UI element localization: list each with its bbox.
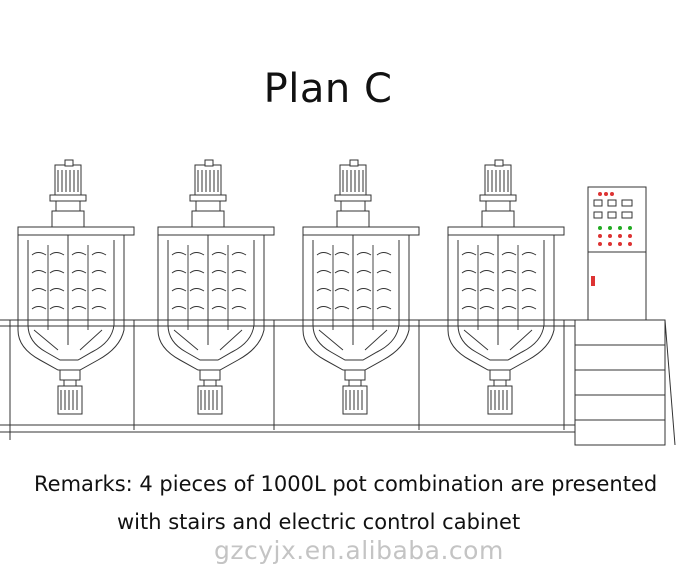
equipment-drawing [0,159,676,446]
remark-line-1: Remarks: 4 pieces of 1000L pot combinati… [34,472,658,496]
page-title: Plan C [263,66,393,112]
electric-control-cabinet [587,186,647,321]
watermark: gzcyjx.en.alibaba.com [214,536,504,565]
stairs [574,319,676,446]
mixing-pot-4 [439,159,565,431]
mixing-pot-1 [9,159,135,431]
mixing-pot-3 [294,159,420,431]
mixing-pot-2 [149,159,275,431]
remark-line-2: with stairs and electric control cabinet [117,510,521,534]
platform-frame [0,319,578,440]
